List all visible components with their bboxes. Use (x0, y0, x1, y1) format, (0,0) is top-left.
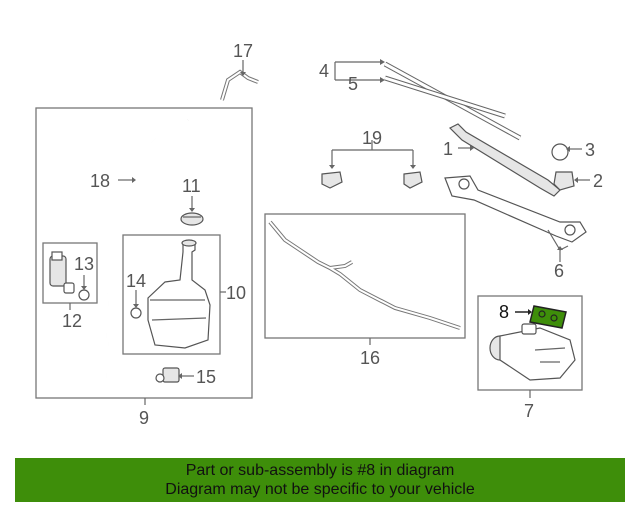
callout-14: 14 (126, 271, 146, 291)
arrow-2 (574, 177, 578, 183)
part-12-washer-pump[interactable] (49, 251, 75, 294)
callout-2: 2 (593, 171, 603, 191)
part-19-nozzle-left[interactable] (321, 171, 343, 189)
part-17-hose[interactable] (220, 69, 259, 101)
callout-10: 10 (226, 283, 246, 303)
leader-19 (331, 140, 414, 165)
arrow-15 (178, 373, 182, 379)
banner-line-1: Part or sub-assembly is #8 in diagram (185, 462, 455, 479)
callout-16: 16 (360, 348, 380, 368)
callout-8: 8 (499, 302, 509, 322)
arrow-19b (410, 165, 416, 169)
part-15-washer-nozzle[interactable] (155, 367, 180, 383)
callout-13: 13 (74, 254, 94, 274)
arrow-8 (528, 309, 532, 315)
callout-17: 17 (233, 41, 253, 61)
arrow-17 (240, 72, 246, 76)
callout-4: 4 (319, 61, 329, 81)
callout-9: 9 (139, 408, 149, 428)
callout-18: 18 (90, 171, 110, 191)
arrow-4 (380, 59, 385, 65)
arrow-11 (189, 208, 195, 212)
washer-group-box (35, 107, 253, 399)
hose-box (264, 213, 466, 339)
part-5-wiper-blade[interactable] (384, 75, 506, 119)
arrow-19a (329, 165, 335, 169)
callout-19: 19 (362, 128, 382, 148)
callout-5: 5 (348, 74, 358, 94)
callout-6: 6 (554, 261, 564, 281)
callout-7: 7 (524, 401, 534, 421)
part-10-reservoir[interactable] (147, 239, 211, 349)
arrow-13 (81, 286, 87, 290)
arrow-5 (380, 77, 385, 83)
banner-line-2: Diagram may not be specific to your vehi… (165, 481, 475, 498)
part-3-cap[interactable] (551, 143, 569, 161)
part-14-grommet[interactable] (130, 307, 142, 319)
callout-15: 15 (196, 367, 216, 387)
part-8-highlighted-part[interactable] (529, 305, 567, 329)
reservoir-box (122, 234, 221, 355)
part-6-wiper-linkage[interactable] (444, 175, 587, 251)
callout-1: 1 (443, 139, 453, 159)
part-7-wiper-motor[interactable] (489, 323, 576, 381)
part-16-washer-hose[interactable] (268, 220, 461, 330)
part-11-cap[interactable] (180, 212, 204, 226)
arrow-6 (557, 246, 563, 250)
part-19-nozzle-right[interactable] (403, 171, 423, 189)
part-2-nut[interactable] (553, 171, 575, 191)
arrow-1 (470, 145, 474, 151)
leader-4-5 (334, 61, 380, 81)
callout-12: 12 (62, 311, 82, 331)
callout-11: 11 (182, 176, 201, 196)
part-13-pump-grommet[interactable] (78, 289, 90, 301)
info-banner: Part or sub-assembly is #8 in diagram Di… (15, 458, 625, 502)
arrow-14 (133, 304, 139, 308)
arrow-3 (566, 146, 570, 152)
callout-3: 3 (585, 140, 595, 160)
part-18-washer-hose[interactable] (106, 119, 189, 381)
arrow-18 (132, 177, 136, 183)
